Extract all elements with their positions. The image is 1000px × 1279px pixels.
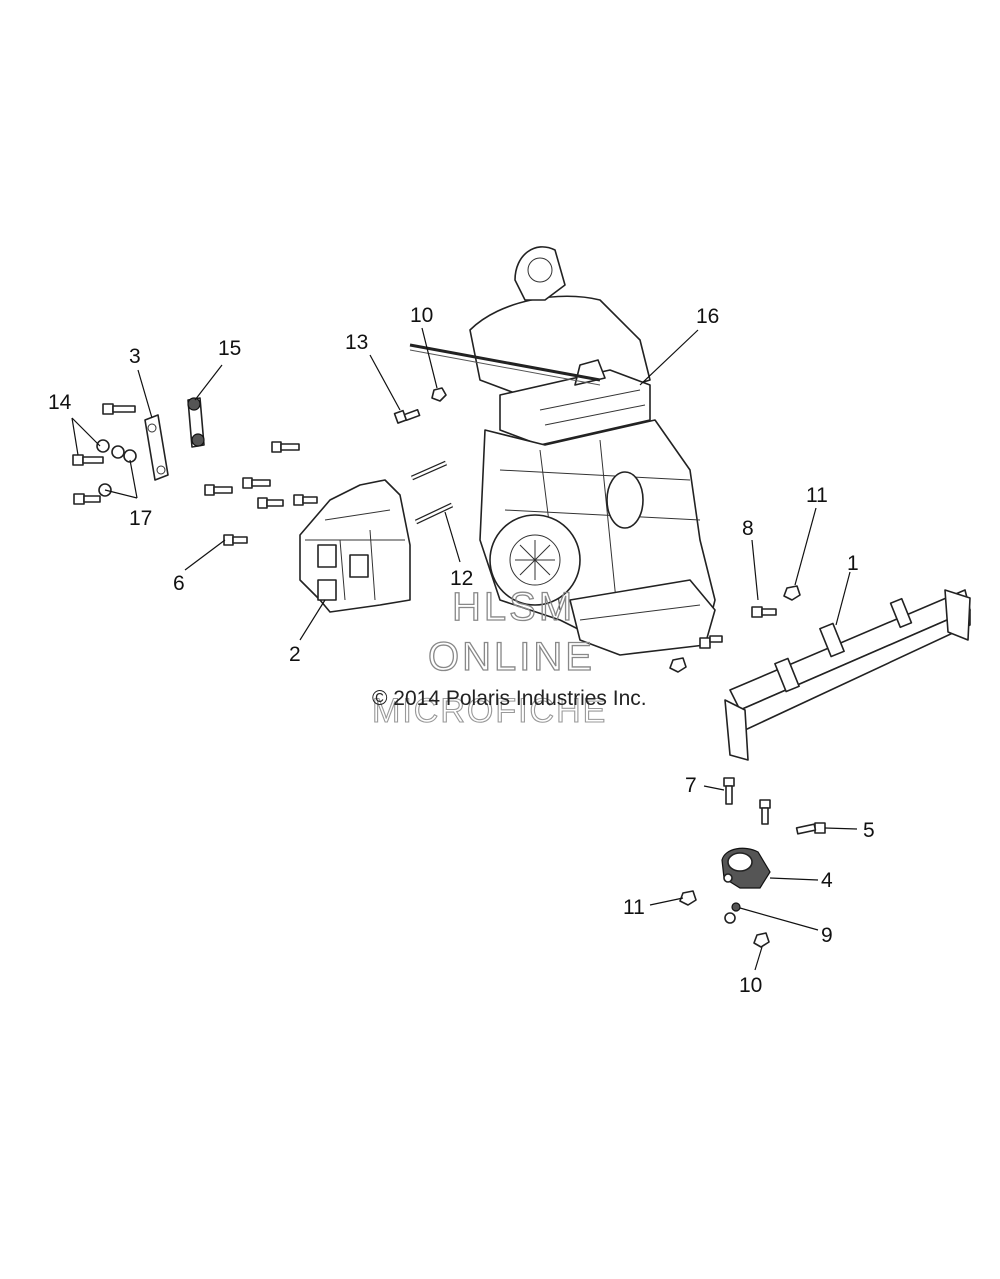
engine-mount-bracket[interactable] — [299, 479, 411, 613]
watermark-microfiche: MICROFICHE — [372, 692, 607, 730]
watermark: HLSM ONLINE MICROFICHE — [371, 584, 607, 730]
bolt-5[interactable] — [795, 822, 826, 835]
callout-17: 17 — [129, 507, 152, 530]
nut-11-bottom[interactable] — [679, 890, 697, 906]
nut-10-top[interactable] — [431, 387, 447, 402]
leader-lines — [71, 327, 858, 971]
cross-member[interactable] — [724, 589, 971, 761]
callout-10-bottom: 10 — [739, 974, 762, 997]
callout-labels: 1 2 3 4 5 6 7 8 9 10 10 11 11 12 13 14 1… — [48, 304, 875, 997]
washer-14[interactable] — [96, 439, 125, 459]
bolt-mid[interactable] — [669, 635, 723, 673]
bolt-7[interactable] — [723, 777, 735, 805]
callout-7: 7 — [685, 774, 697, 797]
nut-10-bottom[interactable] — [753, 932, 770, 948]
callout-6: 6 — [173, 572, 185, 595]
callout-11-bottom: 11 — [623, 896, 645, 919]
callout-3: 3 — [129, 345, 141, 368]
bolt-6[interactable] — [223, 534, 248, 546]
watermark-hlsm: HLSM — [452, 585, 575, 629]
washer-9[interactable] — [724, 902, 741, 924]
callout-8: 8 — [742, 517, 754, 540]
callout-10-top: 10 — [410, 304, 433, 327]
link-arm[interactable] — [187, 397, 205, 448]
callout-5: 5 — [863, 819, 875, 842]
bolt-14a[interactable] — [102, 403, 136, 415]
engine-assembly[interactable] — [409, 246, 716, 656]
bolt-8[interactable] — [751, 606, 777, 618]
bolt-group-mount[interactable] — [204, 441, 318, 509]
callout-11-top: 11 — [806, 484, 828, 507]
callout-15: 15 — [218, 337, 241, 360]
bolt-upright[interactable] — [759, 799, 771, 825]
rod-mount-bracket[interactable] — [144, 414, 169, 481]
callout-9: 9 — [821, 924, 833, 947]
callout-2: 2 — [289, 643, 301, 666]
callout-13: 13 — [345, 331, 368, 354]
mount-4[interactable] — [721, 847, 771, 889]
callout-16: 16 — [696, 305, 719, 328]
callout-1: 1 — [847, 552, 859, 575]
bolt-14b[interactable] — [72, 454, 104, 466]
long-bolts-12[interactable] — [410, 460, 454, 525]
watermark-online: ONLINE — [428, 635, 595, 679]
bolt-13[interactable] — [393, 408, 421, 424]
nut-11-top[interactable] — [783, 585, 801, 601]
callout-4: 4 — [821, 869, 833, 892]
callout-14: 14 — [48, 391, 72, 414]
copyright-notice: © 2014 Polaris Industries Inc. — [372, 687, 647, 710]
callout-12: 12 — [450, 567, 473, 590]
